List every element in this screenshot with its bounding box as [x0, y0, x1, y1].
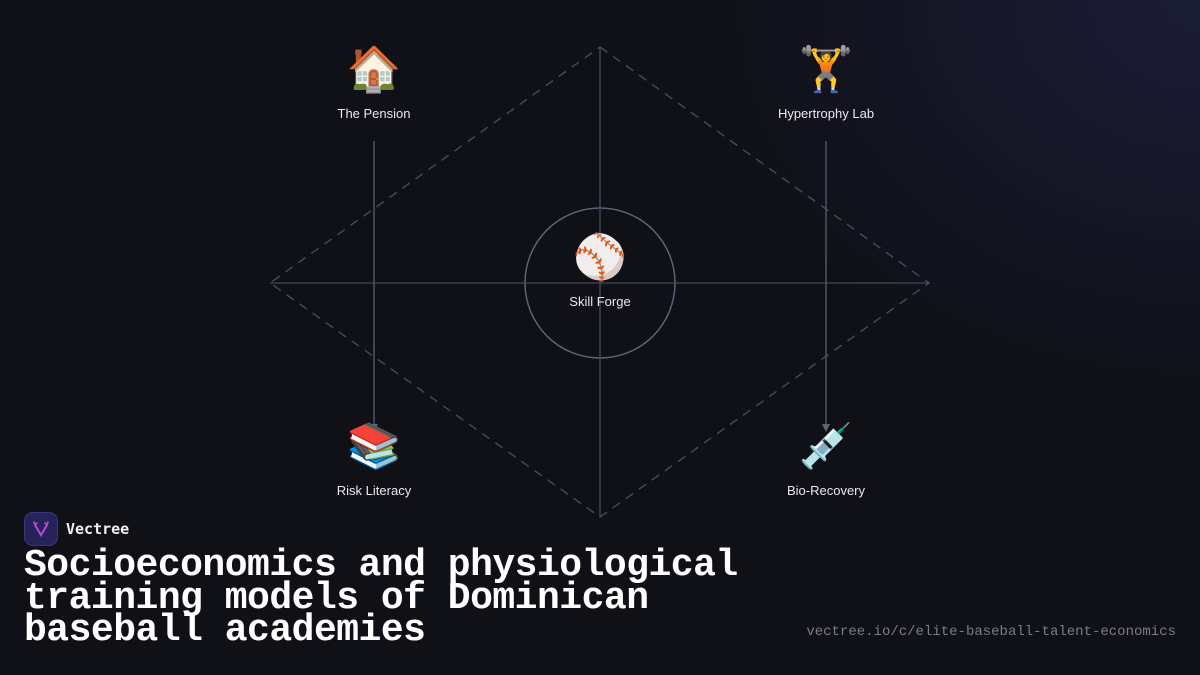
node-label: Bio-Recovery	[786, 483, 866, 498]
arrowhead-icon	[370, 424, 378, 432]
vectree-logo-icon	[24, 512, 58, 546]
node-hypertrophy-lab[interactable]: 🏋️ Hypertrophy Lab	[736, 44, 916, 121]
brand-name: Vectree	[66, 520, 130, 538]
node-risk-literacy[interactable]: 📚 Risk Literacy	[284, 421, 464, 498]
brand[interactable]: Vectree	[24, 512, 129, 546]
node-skill-forge[interactable]: ⚾ Skill Forge	[510, 232, 690, 309]
syringe-icon: 💉	[798, 422, 854, 471]
house-icon: 🏠	[346, 45, 402, 94]
baseball-icon: ⚾	[572, 233, 628, 282]
node-label: Hypertrophy Lab	[777, 106, 875, 121]
arrowhead-icon	[822, 424, 830, 432]
books-icon: 📚	[346, 422, 402, 471]
node-bio-recovery[interactable]: 💉 Bio-Recovery	[736, 421, 916, 498]
node-label: Risk Literacy	[336, 483, 412, 498]
weightlifter-icon: 🏋️	[798, 45, 854, 94]
node-the-pension[interactable]: 🏠 The Pension	[284, 44, 464, 121]
page-title: Socioeconomics and physiological trainin…	[24, 544, 738, 652]
node-label: The Pension	[337, 106, 411, 121]
source-url[interactable]: vectree.io/c/elite-baseball-talent-econo…	[806, 624, 1176, 640]
node-label: Skill Forge	[569, 294, 631, 309]
